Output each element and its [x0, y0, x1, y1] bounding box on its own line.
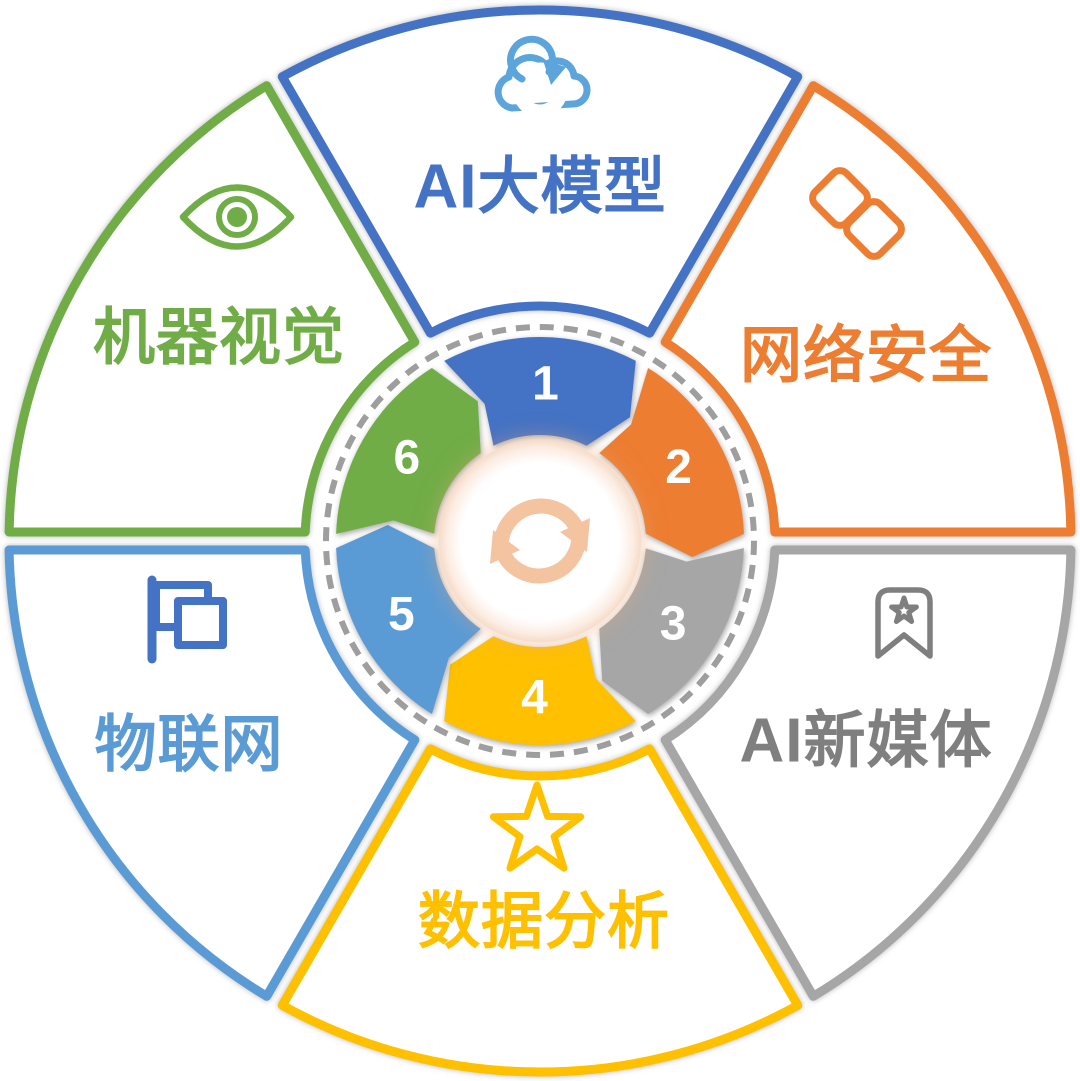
cloud-arrow-head [543, 60, 566, 85]
petal-4 [444, 636, 636, 745]
wedge-ai-model [277, 5, 803, 338]
outer-ring [4, 5, 1076, 1077]
cloud-arrow-casing [512, 62, 568, 118]
eye-pupil [227, 207, 247, 227]
petal-number-6: 6 [394, 431, 421, 484]
petal-6 [336, 368, 481, 534]
star-outline [489, 781, 585, 872]
eye-outline [179, 184, 295, 250]
petal-number-1: 1 [532, 358, 559, 411]
wedge-data-analysis [277, 744, 803, 1077]
label-ai-new-media: AI新媒体 [739, 707, 992, 776]
sync-arrow-arc [493, 498, 583, 555]
wedge-network-security [660, 81, 1076, 537]
bookmark-star-icon [875, 587, 933, 659]
center-circle [439, 440, 641, 642]
petal-number-4: 4 [521, 671, 548, 724]
label-ai-model: AI大模型 [413, 153, 666, 222]
label-data-analysis: 数据分析 [418, 888, 670, 957]
wedge-machine-vision [4, 81, 420, 537]
overlapping-diamonds-icon [809, 167, 905, 260]
flags-icon [147, 575, 227, 664]
petal-number-2: 2 [665, 441, 692, 494]
wedge-iot [4, 545, 420, 1001]
cloud-arrow-arc [507, 35, 557, 83]
hub: 1 2 3 4 5 6 [336, 337, 744, 745]
petal-1 [444, 337, 636, 446]
bookmark-star [889, 595, 919, 624]
label-network-security: 网络安全 [740, 322, 992, 391]
petal-2 [599, 368, 744, 557]
eye-iris [216, 196, 258, 238]
flag-front [174, 597, 227, 649]
wedge-ai-new-media [660, 545, 1076, 1001]
star-icon [489, 781, 585, 872]
dashed-ring [323, 324, 757, 758]
diamond-front [843, 198, 905, 260]
cloud-sync-icon [494, 35, 591, 118]
label-machine-vision: 机器视觉 [93, 304, 345, 373]
eye-icon [179, 184, 295, 250]
petal-5 [336, 525, 481, 714]
label-iot: 物联网 [94, 711, 283, 780]
petal-number-5: 5 [388, 588, 415, 641]
petal-number-3: 3 [660, 598, 687, 651]
petal-3 [599, 548, 744, 714]
sync-cycle-icon [490, 498, 590, 576]
bookmark-outline [875, 587, 933, 659]
